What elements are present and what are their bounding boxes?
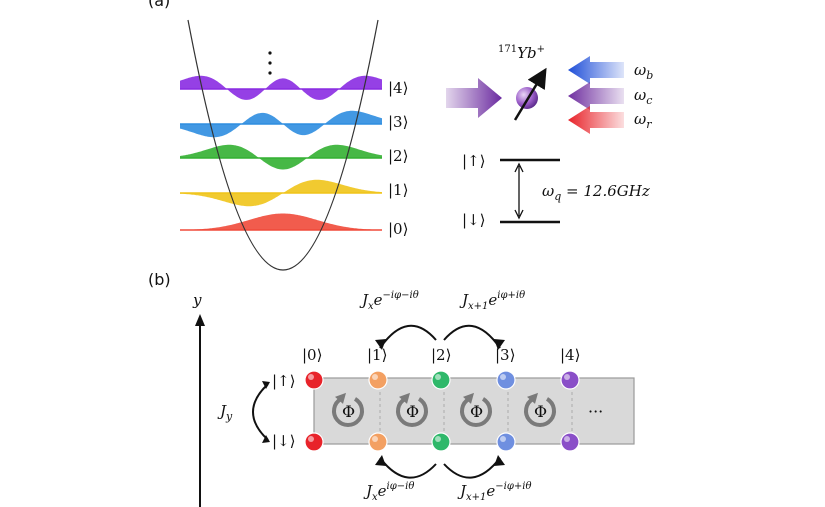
spin-down-ket: |↓⟩ bbox=[272, 432, 295, 450]
site-highlight-0-up bbox=[308, 374, 314, 380]
qubit-splitting-label: ωq = 12.6GHz bbox=[542, 182, 650, 203]
jy-coupling-arrow bbox=[252, 383, 269, 441]
level-ket-1: |1⟩ bbox=[388, 181, 408, 199]
flux-arrowhead-1 bbox=[399, 392, 410, 404]
level-ket-2: |2⟩ bbox=[388, 147, 408, 165]
level-ket-0: |0⟩ bbox=[388, 220, 408, 238]
y-axis-arrowhead bbox=[195, 314, 205, 326]
jy-arrowhead-bottom bbox=[262, 435, 270, 443]
flux-circulation-arrow-2 bbox=[460, 397, 492, 428]
beam-c bbox=[568, 82, 624, 110]
site-highlight-0-down bbox=[308, 436, 314, 442]
ladder-band bbox=[313, 377, 635, 445]
hop-arc-top-left bbox=[379, 324, 437, 349]
hop-label-top-left: Jxe−iφ−iθ bbox=[359, 290, 419, 312]
flux-arrowhead-0 bbox=[335, 392, 346, 404]
splitting-arrowhead-down bbox=[514, 209, 524, 220]
hop-arc-bottom-right bbox=[443, 457, 501, 479]
flux-label-2: Φ bbox=[470, 402, 483, 421]
site-highlight-4-up bbox=[564, 374, 570, 380]
ion-label: 171Yb+ bbox=[498, 44, 545, 62]
spin-up-ket: |↑⟩ bbox=[272, 372, 295, 390]
beam-r bbox=[568, 106, 624, 134]
harmonic-potential bbox=[187, 19, 379, 271]
wavefunction-level-0 bbox=[180, 213, 382, 230]
hop-arc-bottom-left bbox=[379, 457, 437, 479]
site-ket-3: |3⟩ bbox=[495, 346, 515, 364]
site-highlight-3-up bbox=[500, 374, 506, 380]
flux-label-3: Φ bbox=[534, 402, 547, 421]
site-0-up bbox=[304, 370, 324, 390]
flux-circulation-arrow-0 bbox=[332, 397, 364, 428]
hop-label-top-right: Jx+1eiφ+iθ bbox=[459, 290, 525, 312]
level-ket-3: |3⟩ bbox=[388, 113, 408, 131]
hop-arrowhead-bottom-left bbox=[375, 455, 386, 466]
site-4-down bbox=[560, 432, 580, 452]
hop-label-bottom-right: Jx+1e−iφ+iθ bbox=[457, 481, 531, 503]
site-highlight-1-up bbox=[372, 374, 378, 380]
site-2-down bbox=[431, 432, 451, 452]
site-highlight-2-up bbox=[435, 374, 441, 380]
site-highlight-1-down bbox=[372, 436, 378, 442]
lattice-sites bbox=[304, 370, 580, 452]
site-ket-2: |2⟩ bbox=[431, 346, 451, 364]
flux-label-0: Φ bbox=[342, 402, 355, 421]
flux-circulation-arrow-1 bbox=[396, 397, 428, 428]
beam-b-label: ωb bbox=[634, 61, 653, 82]
splitting-arrowhead-up bbox=[514, 162, 524, 173]
flux-circulation-arrow-3 bbox=[524, 397, 556, 428]
site-2-up bbox=[431, 370, 451, 390]
jy-label: Jy bbox=[217, 402, 233, 423]
hop-arrowhead-top-left bbox=[375, 339, 386, 350]
level-ket-4: |4⟩ bbox=[388, 79, 408, 97]
site-4-up bbox=[560, 370, 580, 390]
more-levels-dots bbox=[268, 51, 272, 75]
qubit-up-ket: |↑⟩ bbox=[462, 152, 485, 170]
beam-c-label: ωc bbox=[634, 86, 652, 107]
site-3-down bbox=[496, 432, 516, 452]
beam-b bbox=[568, 56, 624, 84]
jy-arrowhead-top bbox=[262, 381, 270, 389]
beam-r-label: ωr bbox=[634, 110, 652, 131]
site-ket-1: |1⟩ bbox=[367, 346, 387, 364]
hop-label-bottom-left: Jxeiφ−iθ bbox=[363, 481, 414, 503]
site-highlight-2-down bbox=[435, 436, 441, 442]
panel-b-label: (b) bbox=[148, 270, 171, 289]
site-ket-4: |4⟩ bbox=[560, 346, 580, 364]
panel-a-label: (a) bbox=[148, 0, 170, 10]
wavefunctions bbox=[180, 75, 382, 231]
flux-arrowhead-3 bbox=[527, 392, 538, 404]
site-ket-0: |0⟩ bbox=[302, 346, 322, 364]
hop-arc-top-right bbox=[443, 324, 501, 349]
hop-arrowhead-top-right bbox=[494, 339, 505, 350]
site-3-up bbox=[496, 370, 516, 390]
qubit-down-ket: |↓⟩ bbox=[462, 211, 485, 229]
wavefunction-level-2 bbox=[180, 144, 382, 170]
site-0-down bbox=[304, 432, 324, 452]
ellipsis: ··· bbox=[588, 402, 603, 421]
site-1-down bbox=[368, 432, 388, 452]
flux-arrowhead-2 bbox=[463, 392, 474, 404]
flux-label-1: Φ bbox=[406, 402, 419, 421]
y-axis-label: y bbox=[192, 291, 202, 309]
spin-arrow bbox=[513, 67, 547, 121]
incoming-beam-arrow bbox=[446, 78, 502, 118]
wavefunction-level-4 bbox=[180, 75, 382, 100]
site-highlight-3-down bbox=[500, 436, 506, 442]
site-highlight-4-down bbox=[564, 436, 570, 442]
site-1-up bbox=[368, 370, 388, 390]
hop-arrowhead-bottom-right bbox=[494, 455, 505, 466]
